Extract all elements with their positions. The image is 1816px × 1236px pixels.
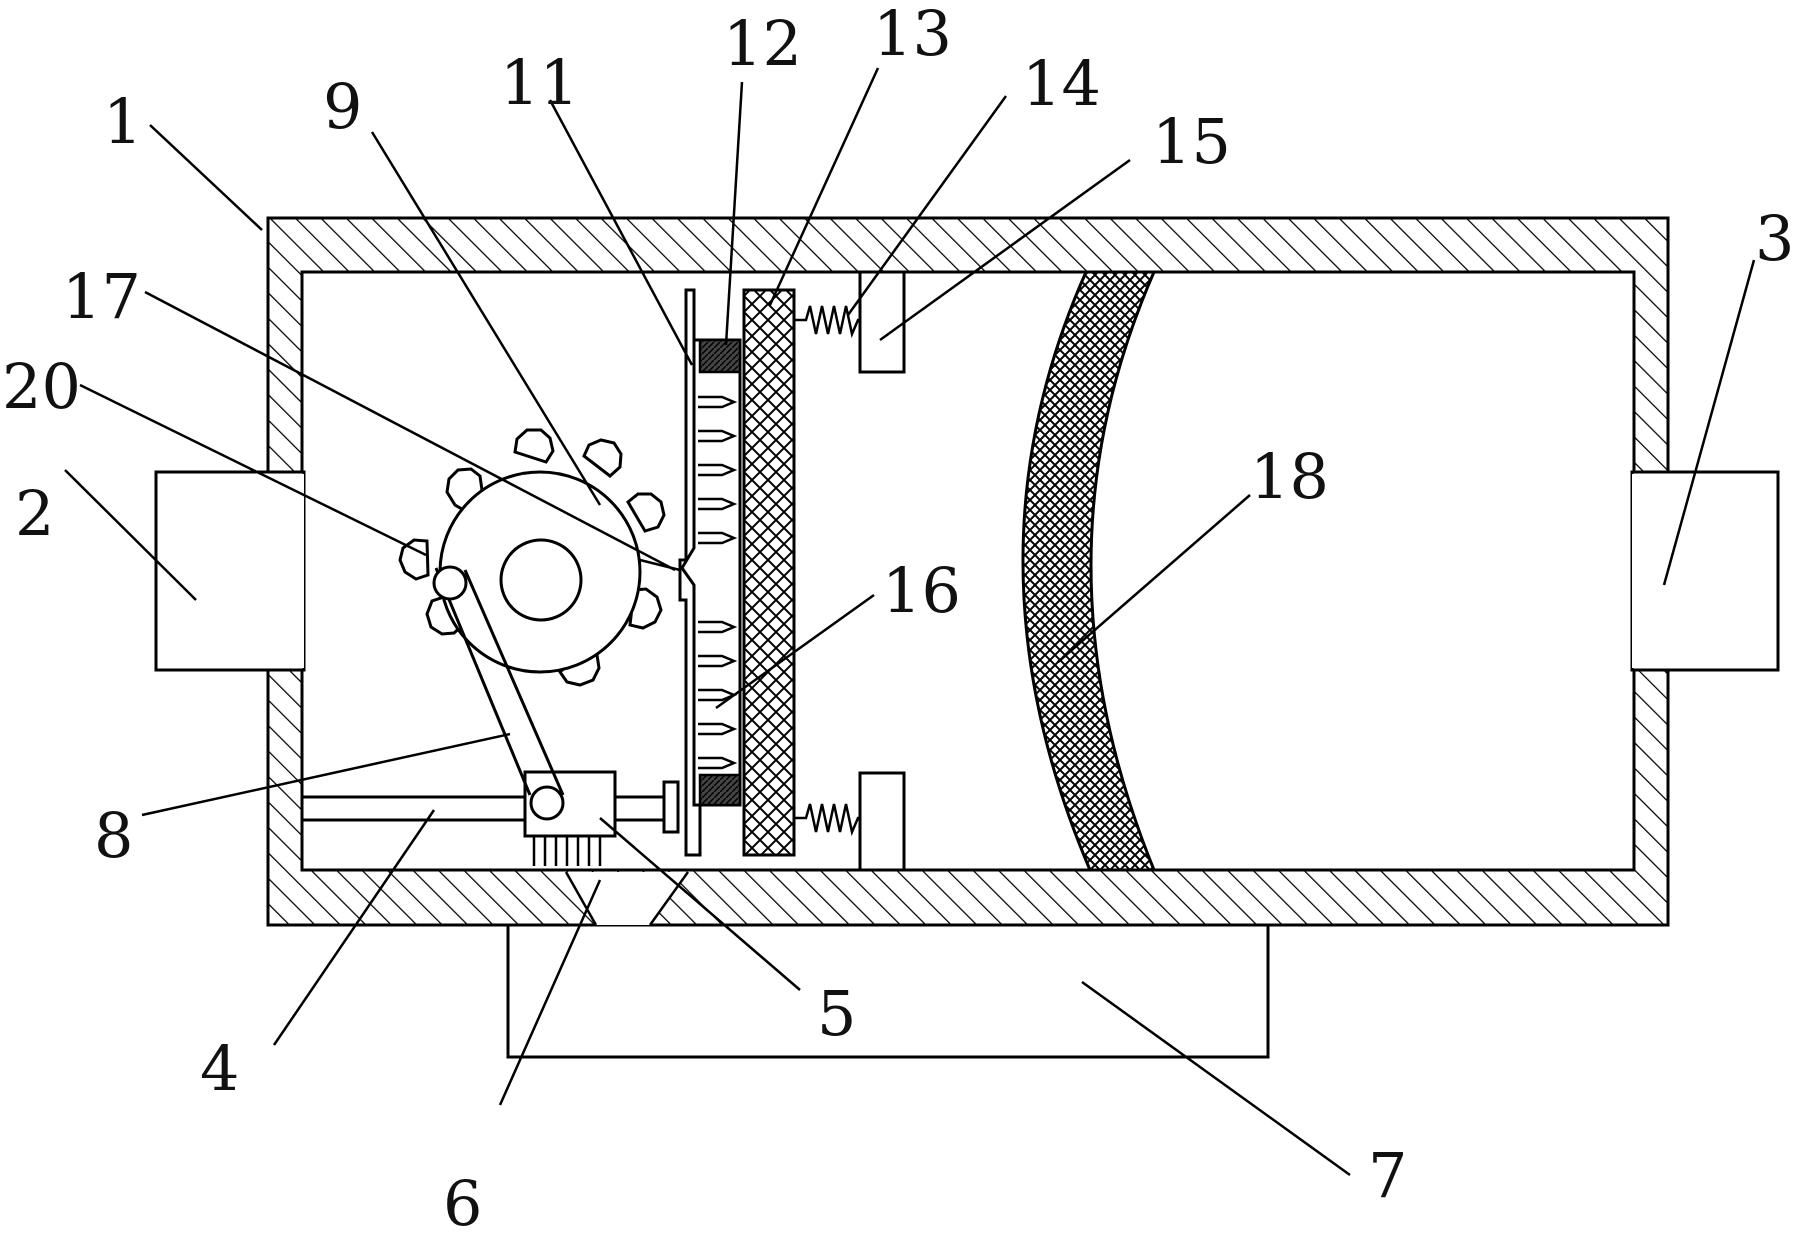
- base-box: [506, 923, 1270, 1059]
- fixed-blocks: [858, 270, 906, 872]
- label-2: 2: [15, 477, 54, 550]
- label-3: 3: [1755, 202, 1794, 275]
- label-15: 15: [1152, 105, 1231, 178]
- spikes: [698, 395, 738, 770]
- spacer-blocks: [698, 338, 742, 807]
- label-12: 12: [723, 7, 802, 80]
- filter-plate: [742, 288, 796, 857]
- label-6: 6: [443, 1167, 482, 1236]
- connecting-rod: [432, 565, 565, 821]
- inlet-pipe: [154, 470, 306, 672]
- arc-filter-screen: [1021, 270, 1157, 872]
- label-17: 17: [62, 260, 141, 333]
- label-20: 20: [2, 350, 81, 423]
- cam-bump: [639, 558, 681, 572]
- label-11: 11: [500, 46, 579, 119]
- slider-block: [523, 770, 617, 866]
- guide-rail: [300, 780, 680, 834]
- leader-lines: [64, 67, 1756, 1177]
- label-18: 18: [1250, 440, 1329, 513]
- label-7: 7: [1368, 1139, 1407, 1212]
- label-8: 8: [94, 799, 133, 872]
- label-5: 5: [817, 977, 856, 1050]
- label-13: 13: [873, 0, 952, 70]
- outlet-pipe: [1630, 470, 1780, 672]
- label-16: 16: [882, 554, 961, 627]
- brush-bristles: [530, 834, 610, 866]
- label-9: 9: [323, 70, 362, 143]
- gear-wheel: [398, 428, 666, 687]
- label-4: 4: [200, 1032, 239, 1105]
- label-1: 1: [103, 85, 142, 158]
- springs: [794, 305, 860, 837]
- label-14: 14: [1022, 47, 1101, 120]
- spiked-plate: [680, 338, 742, 807]
